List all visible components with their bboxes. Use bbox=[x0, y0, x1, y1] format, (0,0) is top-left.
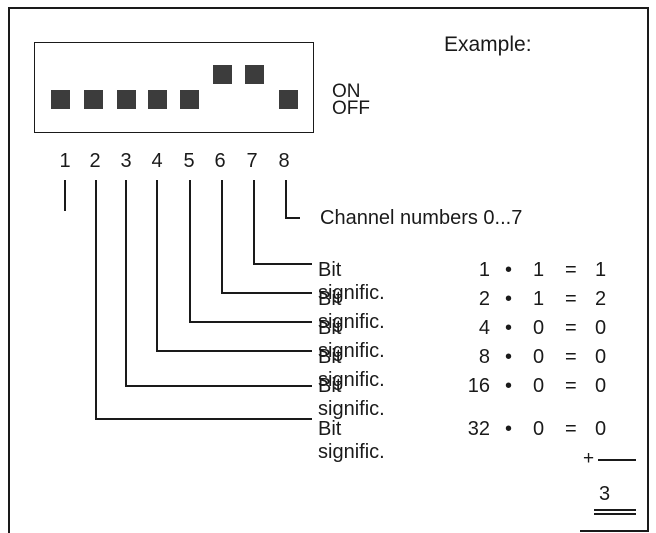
sum-value: 3 bbox=[599, 483, 611, 505]
switch-number-3: 3 bbox=[120, 150, 132, 172]
frame-right-border bbox=[647, 7, 649, 530]
dip-switch-8-off bbox=[279, 90, 298, 109]
bit-value: 0 bbox=[533, 346, 545, 368]
multiply-dot: • bbox=[505, 375, 513, 397]
equals-sign: = bbox=[565, 259, 577, 281]
dip-switch-3-off bbox=[117, 90, 136, 109]
bit-value: 1 bbox=[533, 259, 545, 281]
bit-significance: 32 bbox=[467, 418, 490, 440]
connector-line-switch-6 bbox=[221, 180, 312, 294]
frame-left-border bbox=[8, 7, 10, 533]
connector-line-switch-3 bbox=[125, 180, 312, 387]
dip-switch-2-off bbox=[84, 90, 103, 109]
bit-significance: 2 bbox=[478, 288, 490, 310]
row-result: 0 bbox=[595, 346, 607, 368]
frame-bottom-border bbox=[580, 530, 649, 532]
switch-number-4: 4 bbox=[151, 150, 163, 172]
multiply-dot: • bbox=[505, 317, 513, 339]
row-result: 0 bbox=[595, 375, 607, 397]
switch-number-6: 6 bbox=[214, 150, 226, 172]
dip-switch-6-on bbox=[213, 65, 232, 84]
bit-value: 0 bbox=[533, 418, 545, 440]
equals-sign: = bbox=[565, 346, 577, 368]
bit-value: 0 bbox=[533, 375, 545, 397]
connector-line-switch-4 bbox=[156, 180, 312, 352]
row-result: 0 bbox=[595, 418, 607, 440]
bit-significance: 8 bbox=[478, 346, 490, 368]
example-title: Example: bbox=[444, 33, 532, 56]
equals-sign: = bbox=[565, 375, 577, 397]
equals-sign: = bbox=[565, 317, 577, 339]
off-label: OFF bbox=[332, 98, 370, 119]
bit-label: Bit signific. bbox=[318, 288, 385, 333]
dip-switch-block bbox=[34, 42, 314, 133]
switch-number-7: 7 bbox=[246, 150, 258, 172]
equals-sign: = bbox=[565, 288, 577, 310]
connector-line-switch-7 bbox=[253, 180, 312, 265]
bit-label: Bit signific. bbox=[318, 259, 385, 304]
multiply-dot: • bbox=[505, 346, 513, 368]
switch-number-8: 8 bbox=[278, 150, 290, 172]
bit-value: 0 bbox=[533, 317, 545, 339]
switch-number-5: 5 bbox=[183, 150, 195, 172]
connector-line-switch-2 bbox=[95, 180, 312, 420]
frame-top-border bbox=[8, 7, 649, 9]
dip-switch-5-off bbox=[180, 90, 199, 109]
switch-number-1: 1 bbox=[59, 150, 71, 172]
on-label: ON bbox=[332, 81, 361, 102]
connector-line-switch-5 bbox=[189, 180, 312, 323]
switch-number-2: 2 bbox=[89, 150, 101, 172]
row-result: 2 bbox=[595, 288, 607, 310]
multiply-dot: • bbox=[505, 288, 513, 310]
bit-significance: 1 bbox=[478, 259, 490, 281]
bit-value: 1 bbox=[533, 288, 545, 310]
bit-label: Bit signific. bbox=[318, 317, 385, 362]
channel-numbers-label: Channel numbers 0...7 bbox=[320, 207, 523, 229]
row-result: 0 bbox=[595, 317, 607, 339]
connector-line-switch-8 bbox=[285, 180, 300, 219]
dip-switch-1-off bbox=[51, 90, 70, 109]
bit-significance: 16 bbox=[467, 375, 490, 397]
multiply-dot: • bbox=[505, 259, 513, 281]
plus-sign: + bbox=[583, 448, 595, 469]
bit-label: Bit signific. bbox=[318, 375, 385, 420]
bit-significance: 4 bbox=[478, 317, 490, 339]
bit-label: Bit signific. bbox=[318, 346, 385, 391]
row-result: 1 bbox=[595, 259, 607, 281]
sum-double-underline bbox=[594, 509, 636, 515]
bit-label: Bit signific. bbox=[318, 418, 385, 463]
multiply-dot: • bbox=[505, 418, 513, 440]
equals-sign: = bbox=[565, 418, 577, 440]
dip-switch-4-off bbox=[148, 90, 167, 109]
dip-switch-7-on bbox=[245, 65, 264, 84]
